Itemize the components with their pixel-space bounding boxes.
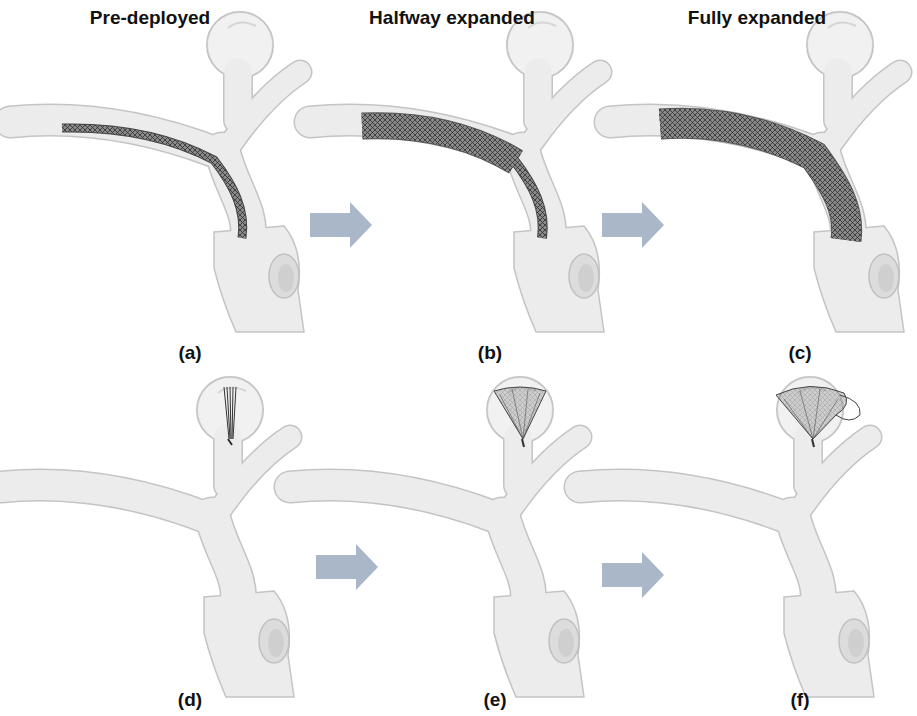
panel-label: (e) [483,689,506,711]
panel-label: (a) [178,342,201,364]
panel-label: (b) [478,342,502,364]
panel-label: (f) [791,689,810,711]
column-heading: Pre-deployed [90,7,210,29]
panel-label: (d) [178,689,202,711]
panel-label: (c) [788,342,811,364]
column-heading: Fully expanded [688,7,826,29]
column-heading: Halfway expanded [369,7,535,29]
